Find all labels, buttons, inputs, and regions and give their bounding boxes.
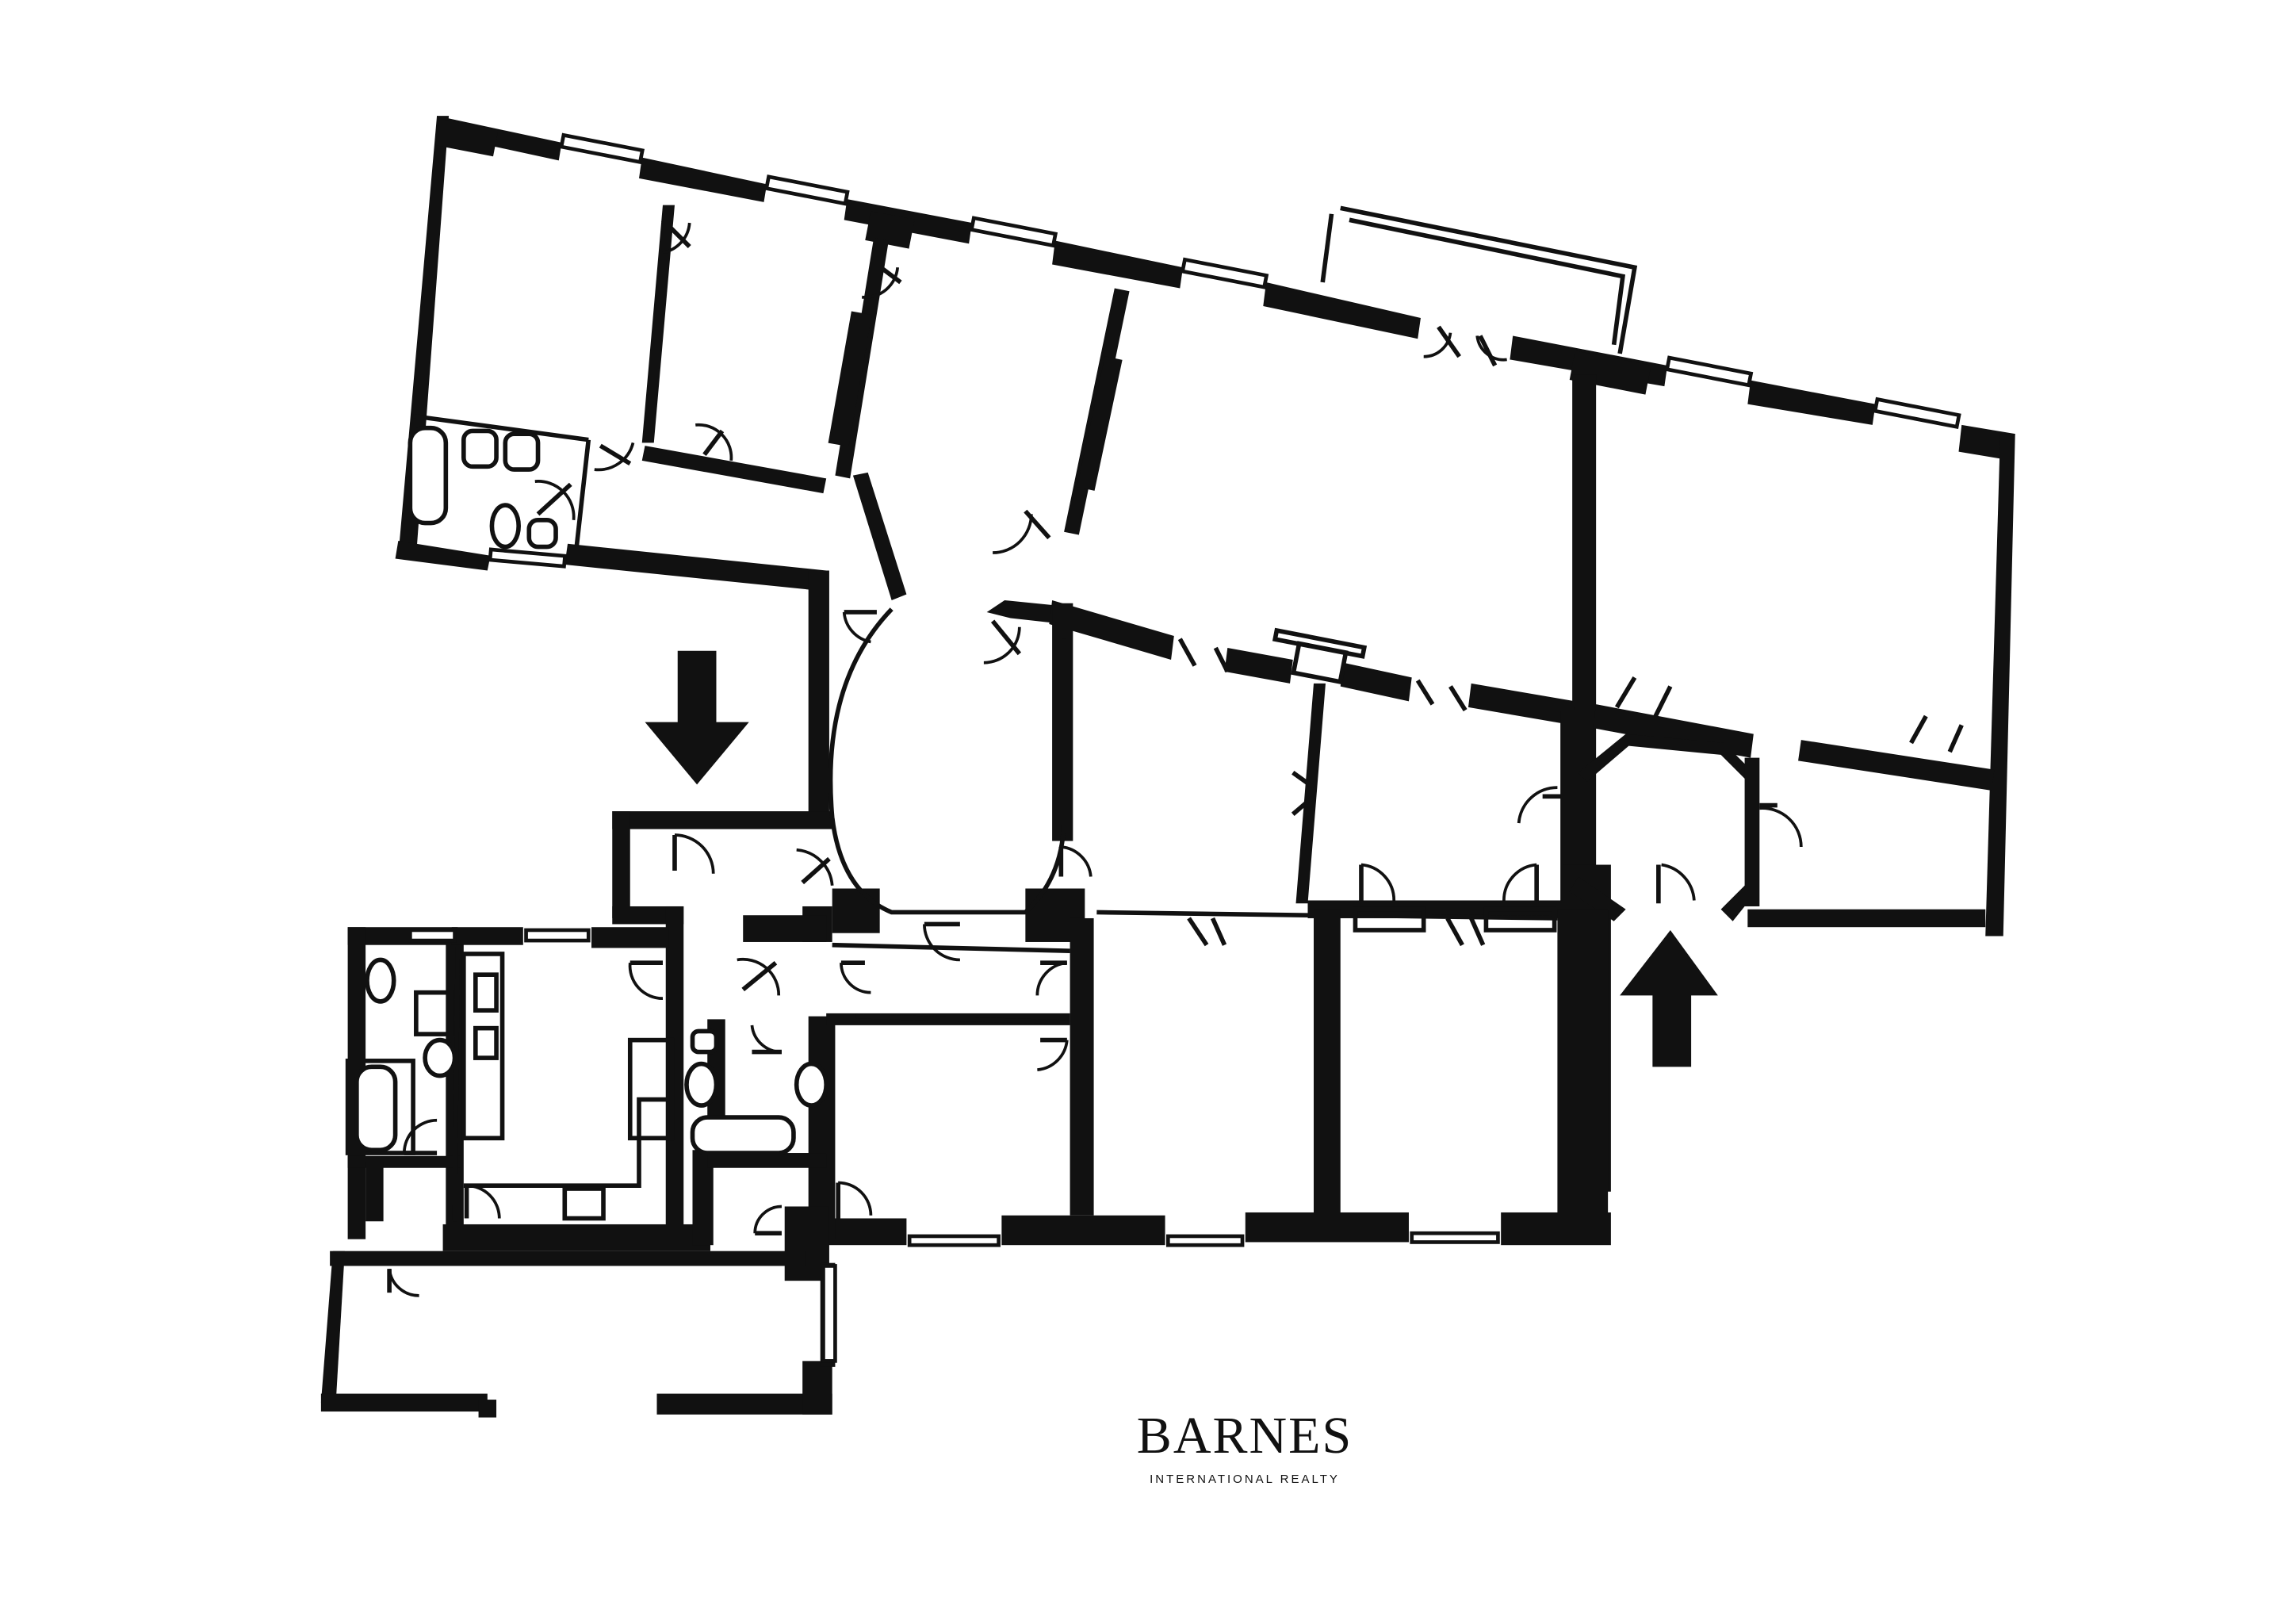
door-36 <box>387 1268 419 1297</box>
bathtub-2 <box>354 1064 398 1153</box>
door-21 <box>672 833 715 874</box>
door-24 <box>1187 917 1227 947</box>
door-29 <box>628 960 664 1001</box>
entrance-arrow-down-icon <box>645 650 749 785</box>
door-3 <box>695 423 733 462</box>
doors <box>387 218 1964 1297</box>
toilet-2 <box>365 957 396 1004</box>
door-35 <box>753 1205 783 1236</box>
bidet-1 <box>526 517 558 550</box>
door-13 <box>1909 714 1964 753</box>
door-22 <box>796 848 834 886</box>
interior-lines <box>345 205 1638 1222</box>
door-15 <box>1517 786 1563 824</box>
bathtub-1 <box>408 425 449 526</box>
door-25 <box>1445 917 1486 947</box>
door-27 <box>1035 960 1068 996</box>
door-19 <box>1502 863 1539 901</box>
door-23 <box>923 921 960 962</box>
sink-2 <box>503 431 541 472</box>
sink-3 <box>423 1037 457 1078</box>
door-32 <box>402 1118 438 1155</box>
door-1 <box>661 218 691 255</box>
door-18 <box>1359 863 1396 901</box>
door-14 <box>1291 771 1315 816</box>
exterior-walls <box>320 116 2015 1418</box>
door-28 <box>1037 1037 1069 1071</box>
door-17 <box>1656 863 1696 904</box>
door-16 <box>1759 802 1803 848</box>
door-30 <box>737 957 781 996</box>
door-12 <box>1614 676 1673 718</box>
logo-subtitle: INTERNATIONAL REALTY <box>1150 1473 1340 1486</box>
basin-5 <box>690 1028 719 1055</box>
door-31 <box>750 1025 783 1055</box>
door-5 <box>534 480 576 520</box>
sink-4 <box>794 1061 828 1108</box>
bathtub-3 <box>690 1115 796 1155</box>
door-11 <box>1415 679 1468 712</box>
door-33 <box>464 1184 501 1219</box>
barnes-logo: BARNES INTERNATIONAL REALTY <box>1094 1407 1395 1487</box>
door-7 <box>993 509 1051 554</box>
fixtures <box>354 425 828 1155</box>
toilet-1 <box>489 503 521 550</box>
windows <box>408 132 1961 1363</box>
door-26 <box>840 960 871 994</box>
sink-1 <box>461 428 499 469</box>
door-9 <box>1423 325 1507 367</box>
door-10 <box>1177 638 1230 673</box>
door-8 <box>983 619 1022 665</box>
entrance-arrow-up-icon <box>1620 929 1718 1067</box>
logo-name: BARNES <box>1136 1407 1353 1465</box>
door-2 <box>861 262 902 299</box>
toilet-3 <box>684 1061 719 1108</box>
door-4 <box>594 442 635 472</box>
door-20 <box>1058 845 1093 877</box>
door-6 <box>842 610 877 644</box>
door-34 <box>836 1181 873 1219</box>
